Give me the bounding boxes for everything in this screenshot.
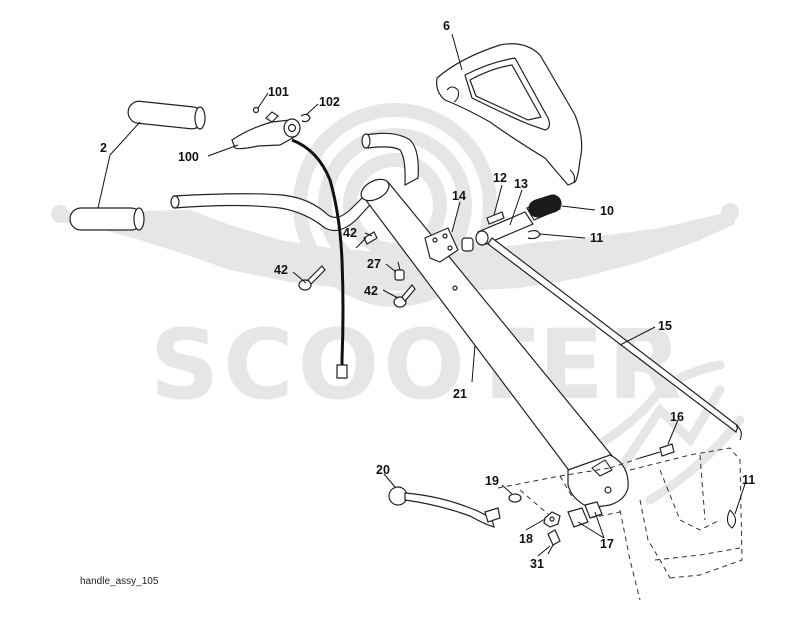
callout-19: 19 xyxy=(485,474,499,488)
callout-13: 13 xyxy=(514,177,528,191)
pivot-assembly xyxy=(475,194,562,246)
diagram-caption: handle_assy_105 xyxy=(80,576,159,587)
tiller-frame-outline xyxy=(497,447,743,601)
callout-21: 21 xyxy=(453,387,467,401)
callout-12: 12 xyxy=(493,171,507,185)
console-cover xyxy=(436,43,583,186)
nut-18 xyxy=(543,511,561,528)
callout-6: 6 xyxy=(443,19,450,33)
watermark-text: SCOOTER xyxy=(150,309,686,421)
callout-labels: 6 101 102 2 100 12 13 14 10 11 42 42 27 … xyxy=(100,19,755,571)
callout-2: 2 xyxy=(100,141,107,155)
handlebar xyxy=(170,132,419,231)
callout-42-left: 42 xyxy=(274,263,288,277)
screw-42-b xyxy=(298,265,326,291)
spacers-17 xyxy=(567,501,603,528)
screw-42-a xyxy=(355,231,378,249)
washer-19 xyxy=(508,493,522,503)
callout-42-right: 42 xyxy=(364,284,378,298)
pin-101 xyxy=(252,106,260,114)
callout-20: 20 xyxy=(376,463,390,477)
shift-rod xyxy=(487,237,742,441)
callout-11-bottom: 11 xyxy=(742,473,755,487)
nut-27 xyxy=(394,261,405,281)
lower-rod xyxy=(388,486,501,528)
callout-15: 15 xyxy=(658,319,672,333)
callout-10: 10 xyxy=(600,204,614,218)
callout-100: 100 xyxy=(178,150,199,164)
callout-18: 18 xyxy=(519,532,533,546)
handle-tube xyxy=(360,178,629,509)
callout-14: 14 xyxy=(452,189,466,203)
callout-101: 101 xyxy=(268,85,289,99)
watermark-zip-logo xyxy=(585,360,745,505)
watermark-scooter-silhouette xyxy=(51,203,739,292)
bolt-16 xyxy=(609,443,675,469)
grip-knob xyxy=(528,194,562,218)
callout-11-top: 11 xyxy=(590,231,603,245)
bracket-14 xyxy=(424,227,474,263)
watermark: SCOOTER xyxy=(51,103,745,505)
bolt-31 xyxy=(547,529,561,555)
callout-42-top: 42 xyxy=(343,226,357,240)
handlebar-grips xyxy=(69,100,206,231)
screw-42-c xyxy=(393,284,416,308)
leader-lines xyxy=(97,33,746,557)
control-cable xyxy=(291,138,348,379)
callout-17: 17 xyxy=(600,537,614,551)
callout-31: 31 xyxy=(530,557,544,571)
callout-27: 27 xyxy=(367,257,381,271)
callout-16: 16 xyxy=(670,410,684,424)
callout-102: 102 xyxy=(319,95,340,109)
clip-102 xyxy=(300,113,311,123)
control-lever xyxy=(231,111,301,150)
